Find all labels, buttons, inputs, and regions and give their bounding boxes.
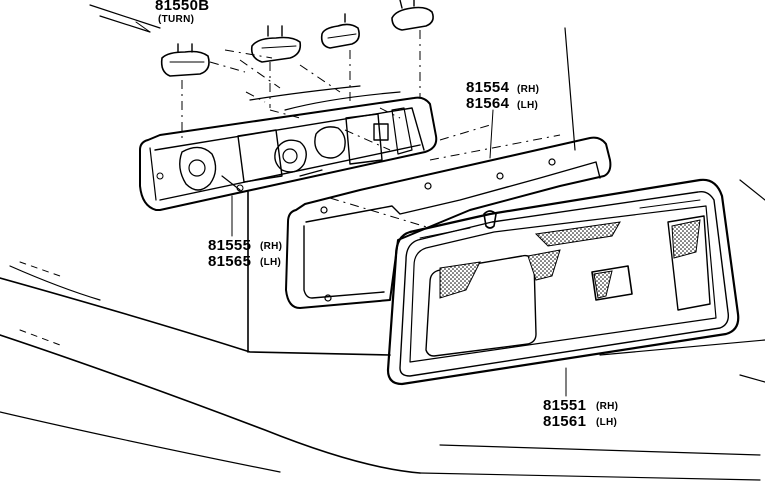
socket-assembly-housing	[139, 96, 438, 211]
lens-assembly	[386, 178, 740, 386]
label-lens-lh-side: (LH)	[596, 417, 617, 428]
label-lens-rh-side: (RH)	[596, 401, 618, 412]
label-gasket-rh-side: (RH)	[517, 84, 539, 95]
label-bulb-part: 81550B	[155, 0, 209, 14]
label-socket-rh-part: 81555	[208, 237, 251, 254]
bulb-right	[391, 0, 434, 31]
label-gasket-lh-part: 81564	[466, 95, 510, 112]
label-lens-lh-part: 81561	[543, 413, 586, 430]
label-gasket-rh-part: 81554	[466, 79, 510, 96]
leader-lines	[135, 21, 567, 397]
label-bulb-note: (TURN)	[158, 14, 194, 25]
label-gasket-lh-side: (LH)	[517, 100, 538, 111]
gasket	[285, 136, 612, 309]
turn-bulb-left	[160, 43, 210, 77]
label-socket-lh-part: 81565	[208, 253, 251, 270]
assembly-guide-lines	[181, 30, 561, 229]
label-lens-rh-part: 81551	[543, 397, 586, 414]
label-socket-lh-side: (LH)	[260, 257, 281, 268]
bulb-center-right	[320, 13, 360, 49]
vehicle-body-outline	[0, 4, 765, 481]
label-socket-rh-side: (RH)	[260, 241, 282, 252]
bulb-center-left	[250, 25, 302, 63]
